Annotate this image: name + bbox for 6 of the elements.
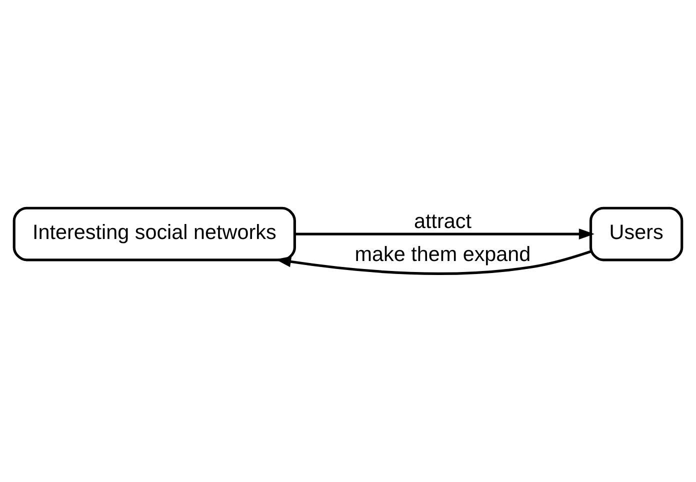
edge-label: make them expand <box>354 242 531 266</box>
arrow <box>294 228 594 240</box>
node-box: Interesting social networks <box>12 206 296 262</box>
edge-label: attract <box>414 210 472 233</box>
node-box: Users <box>589 206 684 262</box>
arrow <box>275 250 592 275</box>
